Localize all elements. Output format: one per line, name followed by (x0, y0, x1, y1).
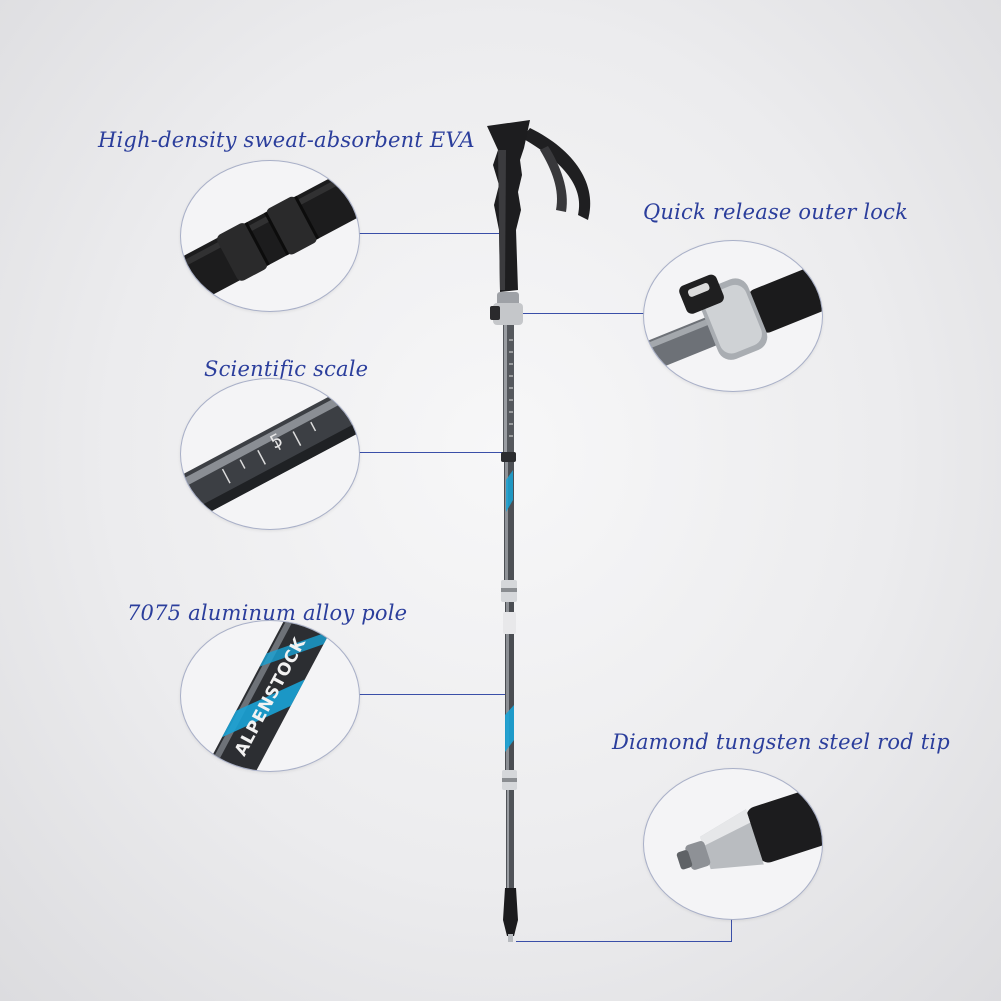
pole-tip (503, 888, 518, 936)
lower-shaft (505, 602, 514, 772)
leader-tip-h (516, 941, 731, 942)
leader-pole (358, 694, 506, 695)
bottom-shaft (506, 790, 514, 890)
label-quick-lock: Quick release outer lock (643, 200, 909, 224)
scale-closeup: 5 (180, 378, 360, 530)
rod-tip-closeup (643, 768, 823, 920)
label-eva-grip: High-density sweat-absorbent EVA (98, 128, 475, 152)
alloy-pole-closeup: ALPENSTOCK (180, 620, 360, 772)
lock-collar (497, 292, 519, 306)
leader-lock (522, 313, 644, 314)
wrist-strap (522, 128, 591, 220)
eva-grip-closeup (180, 160, 360, 312)
leader-grip (358, 233, 506, 234)
quick-lock-closeup (643, 240, 823, 392)
upper-shaft (503, 325, 514, 455)
middle-shaft (504, 462, 514, 582)
label-rod-tip: Diamond tungsten steel rod tip (612, 730, 950, 754)
label-scientific-scale: Scientific scale (204, 357, 369, 381)
leader-scale (358, 452, 506, 453)
pole-handle (487, 120, 530, 292)
